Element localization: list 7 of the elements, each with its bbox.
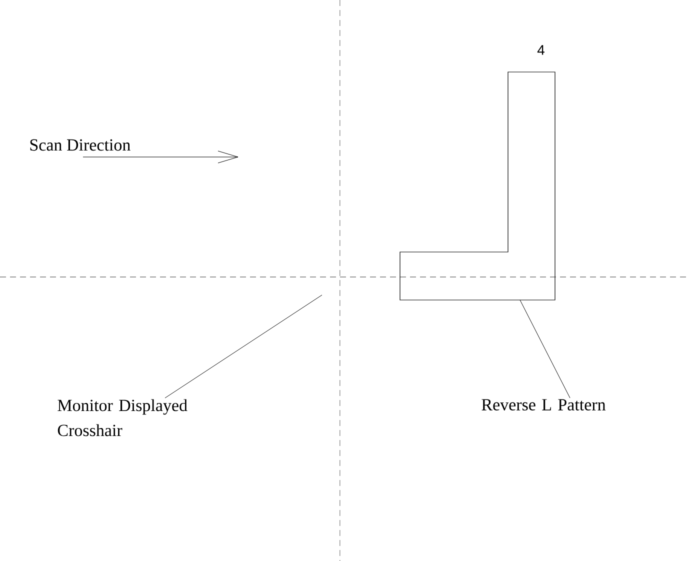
direction-label: Scan Direction [30,139,130,151]
callout-text: Monitor Displayed Crosshair [58,399,188,436]
callout-text: Reverse L Pattern [482,399,606,410]
leader-line [520,300,570,398]
leader-line [164,294,322,398]
callout-number: 4 [537,45,544,55]
l-pattern-outline [400,72,556,300]
